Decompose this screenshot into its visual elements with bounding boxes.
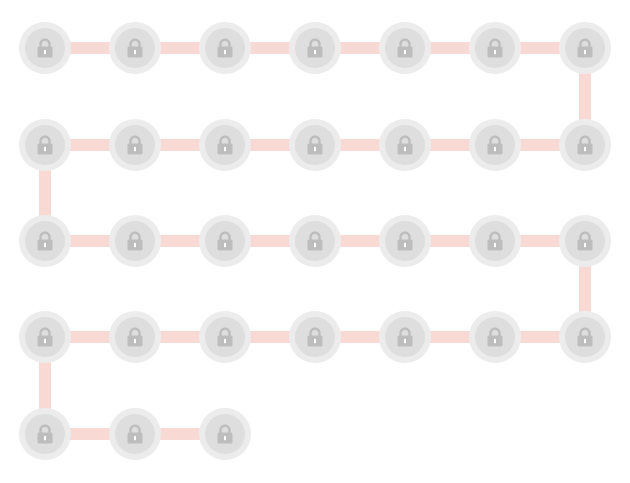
level-node-inner	[565, 221, 605, 261]
level-node-inner	[565, 125, 605, 165]
level-node-inner	[295, 125, 335, 165]
lock-icon	[214, 230, 236, 252]
level-node-29[interactable]	[19, 408, 71, 460]
level-node-inner	[25, 414, 65, 454]
level-node-20[interactable]	[469, 215, 521, 267]
level-node-inner	[115, 125, 155, 165]
lock-icon	[394, 134, 416, 156]
lock-icon	[304, 230, 326, 252]
level-node-26[interactable]	[199, 311, 251, 363]
level-node-inner	[565, 28, 605, 68]
lock-icon	[394, 37, 416, 59]
lock-icon	[394, 326, 416, 348]
level-node-inner	[25, 28, 65, 68]
lock-icon	[214, 37, 236, 59]
level-node-inner	[385, 125, 425, 165]
level-node-inner	[205, 28, 245, 68]
lock-icon	[124, 230, 146, 252]
level-node-inner	[205, 125, 245, 165]
level-node-inner	[205, 414, 245, 454]
level-node-28[interactable]	[19, 311, 71, 363]
level-node-15[interactable]	[19, 215, 71, 267]
level-node-inner	[115, 221, 155, 261]
lock-icon	[574, 230, 596, 252]
lock-icon	[124, 37, 146, 59]
lock-icon	[214, 326, 236, 348]
level-node-13[interactable]	[109, 119, 161, 171]
lock-icon	[484, 326, 506, 348]
lock-icon	[574, 37, 596, 59]
level-node-18[interactable]	[289, 215, 341, 267]
level-node-24[interactable]	[379, 311, 431, 363]
level-node-4[interactable]	[289, 22, 341, 74]
level-node-30[interactable]	[109, 408, 161, 460]
lock-icon	[34, 230, 56, 252]
level-node-inner	[25, 125, 65, 165]
level-node-inner	[205, 317, 245, 357]
lock-icon	[304, 37, 326, 59]
level-node-14[interactable]	[19, 119, 71, 171]
lock-icon	[484, 134, 506, 156]
level-node-inner	[475, 317, 515, 357]
level-node-3[interactable]	[199, 22, 251, 74]
lock-icon	[34, 326, 56, 348]
lock-icon	[574, 134, 596, 156]
level-node-inner	[385, 317, 425, 357]
level-node-8[interactable]	[559, 119, 611, 171]
level-node-inner	[385, 28, 425, 68]
level-node-inner	[475, 125, 515, 165]
lock-icon	[124, 326, 146, 348]
lock-icon	[574, 326, 596, 348]
level-node-inner	[565, 317, 605, 357]
level-node-17[interactable]	[199, 215, 251, 267]
level-node-inner	[115, 414, 155, 454]
lock-icon	[214, 134, 236, 156]
lock-icon	[304, 326, 326, 348]
lock-icon	[394, 230, 416, 252]
level-node-21[interactable]	[559, 215, 611, 267]
lock-icon	[124, 423, 146, 445]
level-node-inner	[475, 221, 515, 261]
lock-icon	[34, 37, 56, 59]
lock-icon	[124, 134, 146, 156]
level-node-inner	[295, 317, 335, 357]
level-node-12[interactable]	[199, 119, 251, 171]
level-node-inner	[115, 317, 155, 357]
level-node-inner	[25, 221, 65, 261]
lock-icon	[484, 230, 506, 252]
level-node-11[interactable]	[289, 119, 341, 171]
lock-icon	[214, 423, 236, 445]
level-node-22[interactable]	[559, 311, 611, 363]
level-node-inner	[475, 28, 515, 68]
level-node-31[interactable]	[199, 408, 251, 460]
level-node-9[interactable]	[469, 119, 521, 171]
level-node-6[interactable]	[469, 22, 521, 74]
lock-icon	[304, 134, 326, 156]
level-node-1[interactable]	[19, 22, 71, 74]
level-node-2[interactable]	[109, 22, 161, 74]
level-node-inner	[295, 221, 335, 261]
level-node-inner	[115, 28, 155, 68]
level-node-16[interactable]	[109, 215, 161, 267]
level-node-27[interactable]	[109, 311, 161, 363]
level-node-19[interactable]	[379, 215, 431, 267]
level-node-7[interactable]	[559, 22, 611, 74]
lock-icon	[34, 423, 56, 445]
level-node-inner	[385, 221, 425, 261]
level-node-10[interactable]	[379, 119, 431, 171]
lock-icon	[34, 134, 56, 156]
lock-icon	[484, 37, 506, 59]
level-node-25[interactable]	[289, 311, 341, 363]
level-node-inner	[295, 28, 335, 68]
level-node-23[interactable]	[469, 311, 521, 363]
level-node-5[interactable]	[379, 22, 431, 74]
level-node-inner	[25, 317, 65, 357]
level-node-inner	[205, 221, 245, 261]
